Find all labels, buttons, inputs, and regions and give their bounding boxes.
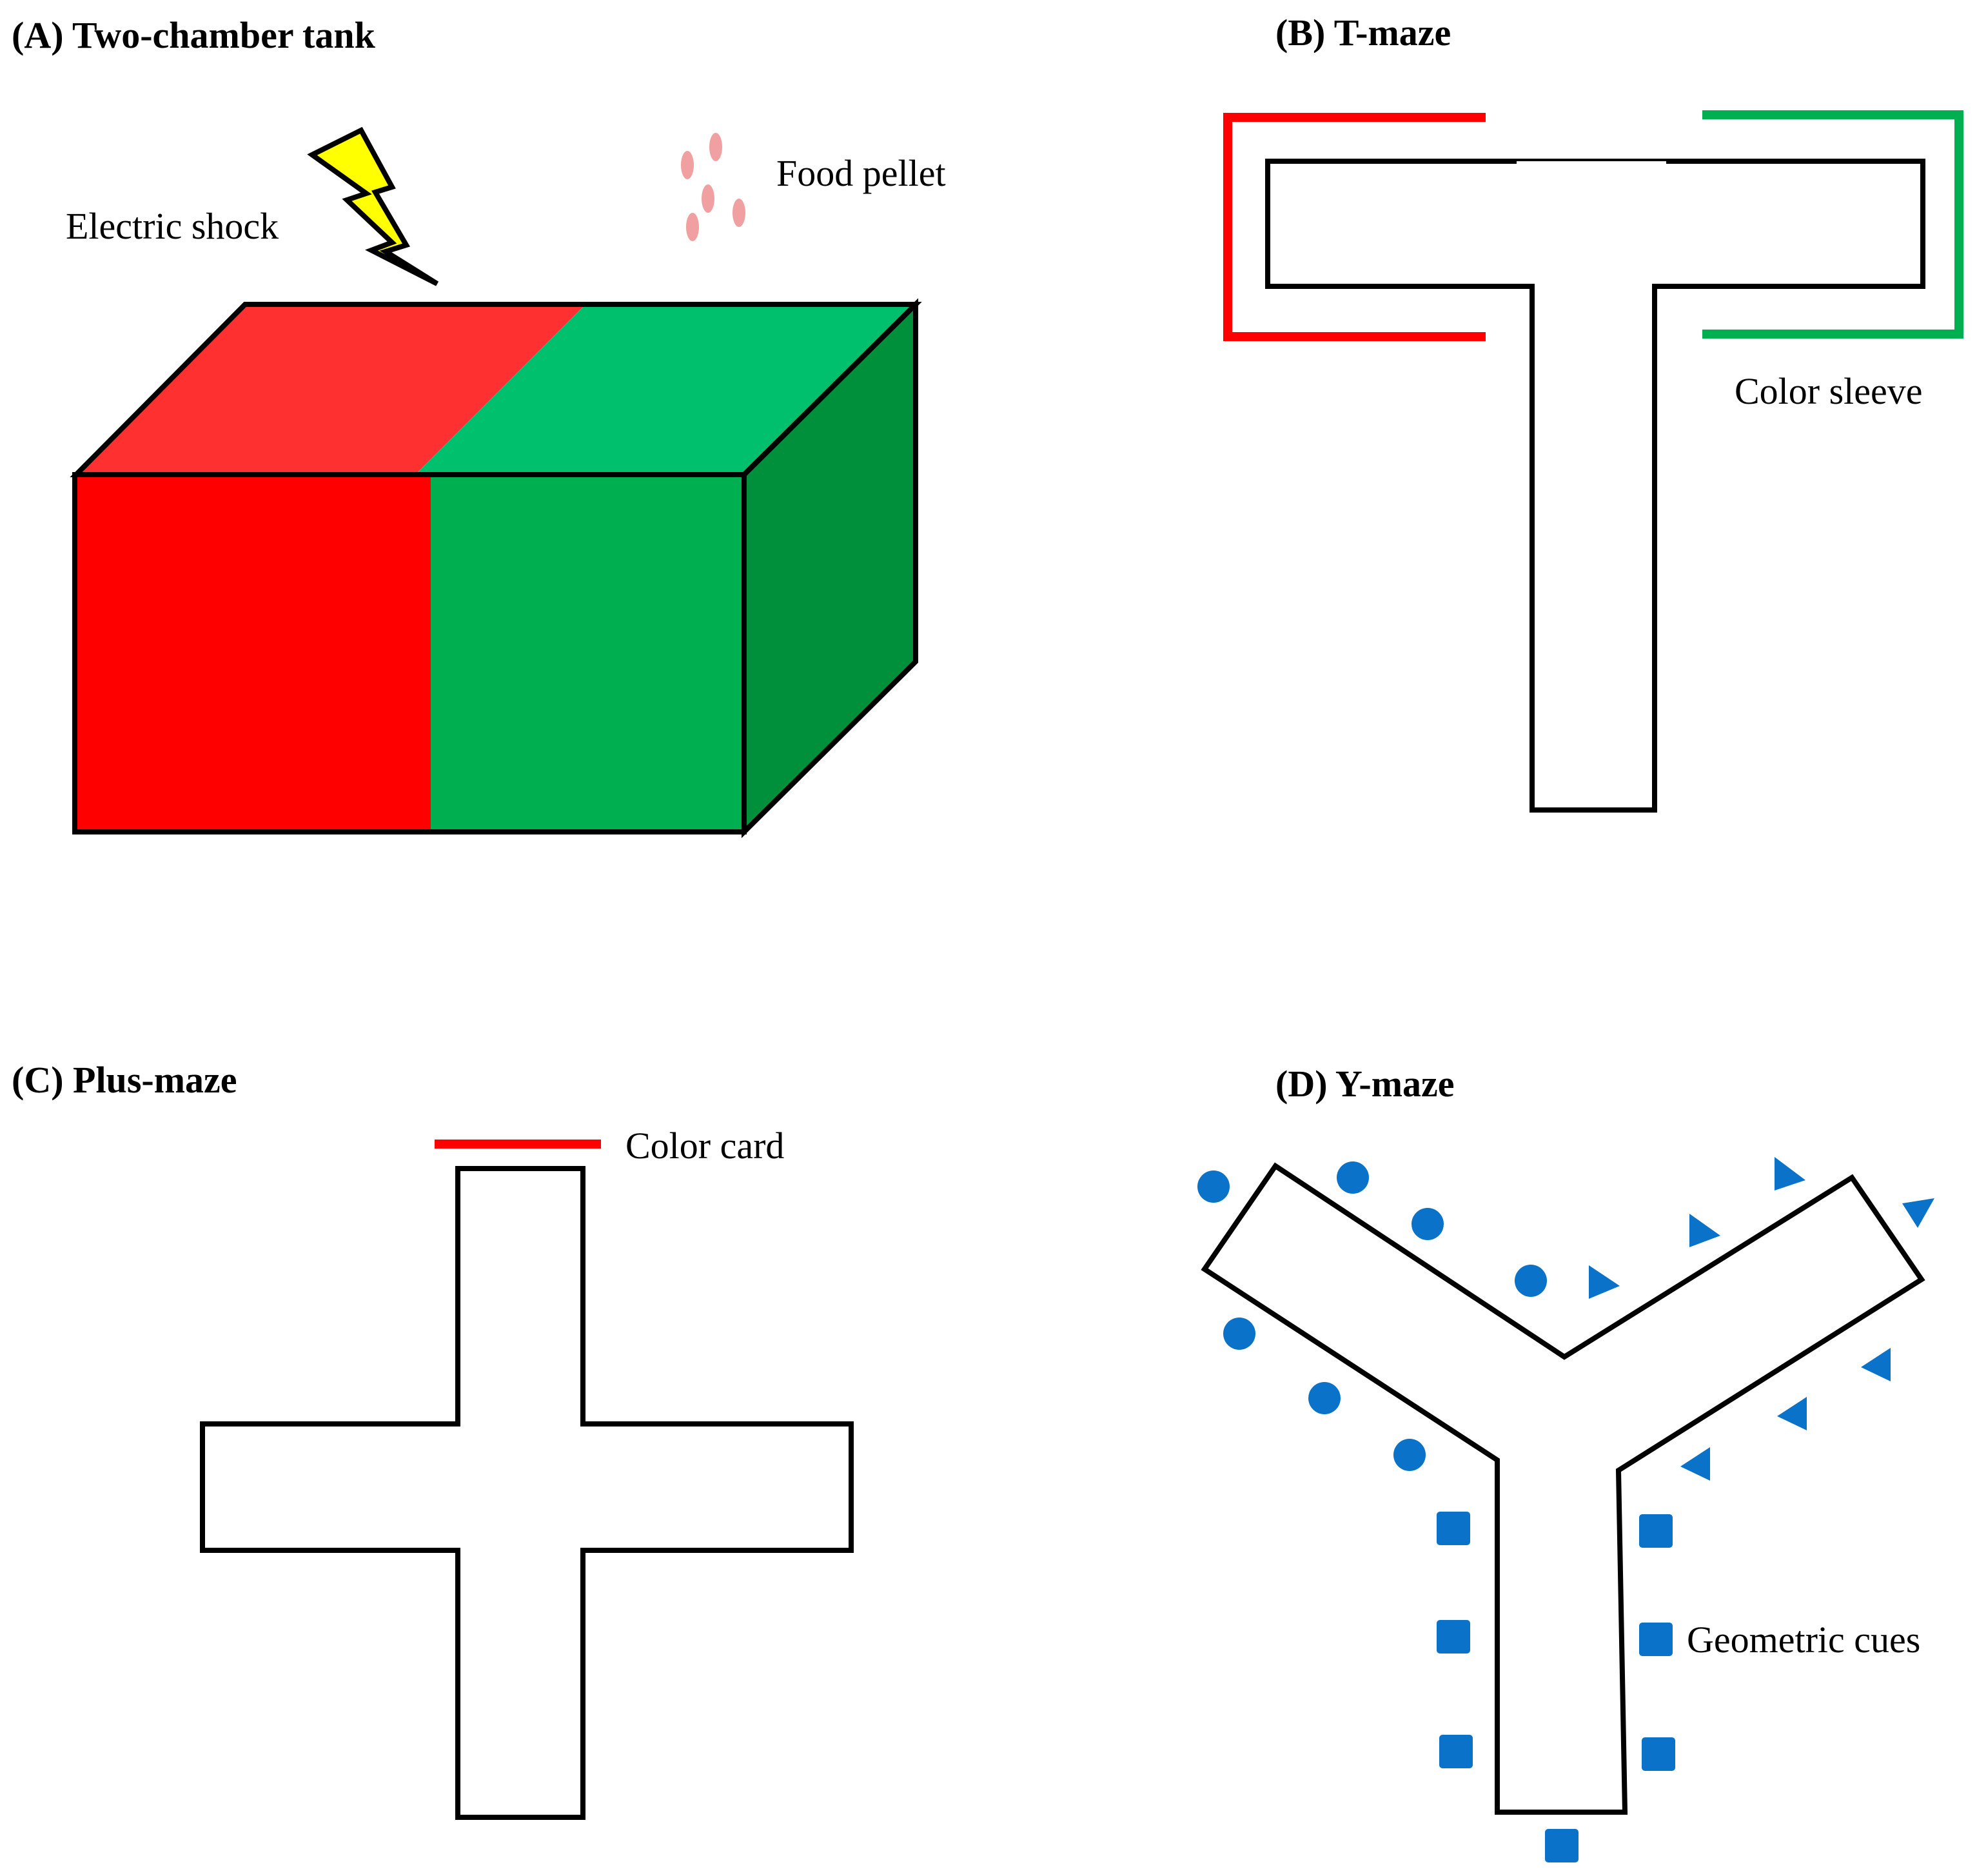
panel-b-t-maze: (B) T-maze Color sleeve <box>1223 12 1963 813</box>
square-cues <box>1437 1512 1675 1862</box>
color-sleeve-label: Color sleeve <box>1735 370 1923 412</box>
circle-cue-icon <box>1223 1318 1255 1350</box>
y-maze-outline <box>1201 1162 1925 1815</box>
tank-front-green-chamber <box>431 475 744 832</box>
circle-cue-icon <box>1515 1265 1547 1297</box>
triangle-cue-icon <box>1689 1214 1720 1247</box>
circle-cue-icon <box>1308 1382 1341 1414</box>
t-maze-outline <box>1265 159 1925 813</box>
food-pellet-icon <box>702 184 714 213</box>
triangle-cue-icon <box>1861 1348 1891 1381</box>
panel-b-title: (B) T-maze <box>1275 12 1451 54</box>
triangle-cue-icon <box>1589 1265 1620 1299</box>
panel-a-two-chamber-tank: (A) Two-chamber tank Electric shock Food… <box>12 14 946 838</box>
food-pellet-icon <box>733 199 745 227</box>
plus-maze-outline <box>200 1166 854 1820</box>
color-card-label: Color card <box>625 1125 784 1167</box>
square-cue-icon <box>1545 1829 1579 1862</box>
triangle-cue-icon <box>1775 1157 1805 1190</box>
square-cue-icon <box>1437 1620 1470 1654</box>
food-pellet-label: Food pellet <box>776 152 946 194</box>
circle-cue-icon <box>1337 1161 1369 1194</box>
food-pellet-icon <box>681 151 694 179</box>
square-cue-icon <box>1639 1623 1673 1656</box>
triangle-cue-icon <box>1777 1397 1807 1430</box>
panel-d-title: (D) Y-maze <box>1275 1063 1455 1105</box>
food-pellet-icon <box>709 133 722 161</box>
circle-cues <box>1197 1161 1547 1471</box>
panel-d-y-maze: (D) Y-maze <box>1197 1063 1934 1862</box>
green-color-sleeve <box>1702 110 1963 339</box>
circle-cue-icon <box>1393 1439 1426 1471</box>
triangle-cue-icon <box>1680 1447 1710 1481</box>
two-chamber-tank <box>70 298 922 838</box>
square-cue-icon <box>1437 1512 1470 1545</box>
triangle-cues <box>1589 1157 1934 1481</box>
tank-top-green <box>415 304 916 475</box>
tank-side-green <box>744 304 916 832</box>
square-cue-icon <box>1642 1737 1675 1771</box>
circle-cue-icon <box>1411 1208 1444 1240</box>
red-color-sleeve <box>1223 113 1486 341</box>
panel-c-title: (C) Plus-maze <box>12 1059 237 1101</box>
panel-a-title: (A) Two-chamber tank <box>12 14 376 56</box>
tank-front-red-chamber <box>75 475 431 832</box>
electric-shock-label: Electric shock <box>66 205 279 247</box>
panel-c-plus-maze: (C) Plus-maze Color card <box>12 1059 854 1820</box>
circle-cue-icon <box>1197 1170 1230 1203</box>
geometric-cues-label: Geometric cues <box>1687 1619 1920 1661</box>
tank-front-outline <box>72 472 747 834</box>
food-pellets <box>681 133 745 241</box>
square-cue-icon <box>1639 1514 1673 1548</box>
lightning-bolt-icon <box>307 126 439 286</box>
food-pellet-icon <box>686 213 699 241</box>
triangle-cue-icon <box>1902 1198 1934 1228</box>
square-cue-icon <box>1439 1735 1473 1768</box>
